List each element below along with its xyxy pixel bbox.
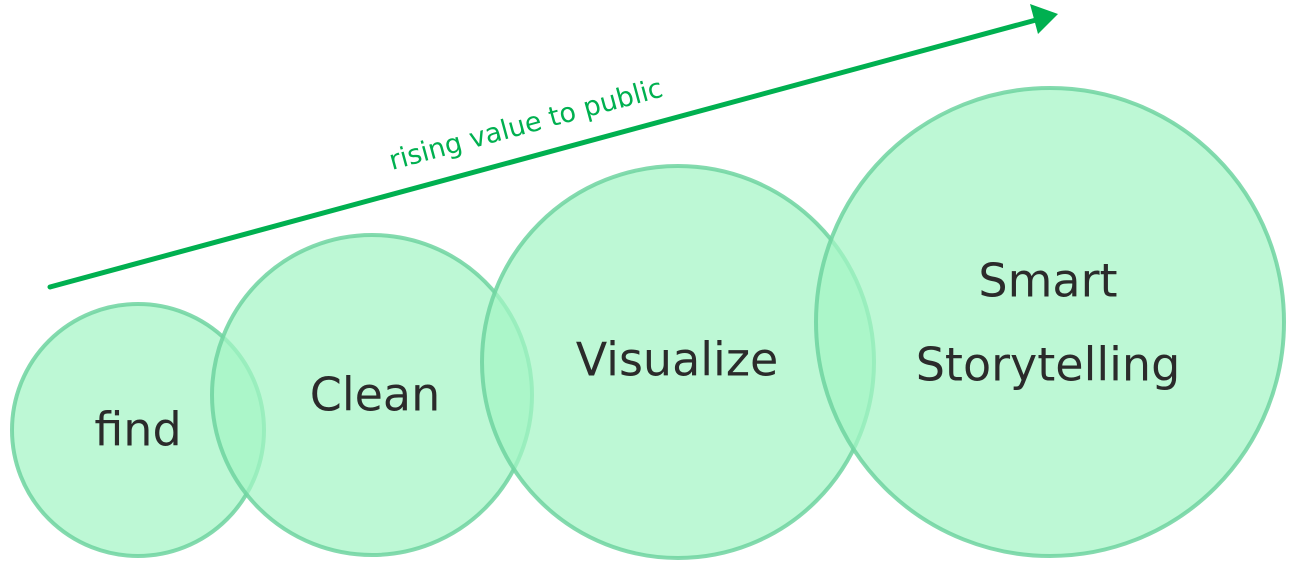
stage-label-clean: Clean xyxy=(310,368,441,422)
stage-label-visualize: Visualize xyxy=(576,333,779,387)
stage-label-find: find xyxy=(94,403,181,457)
stage-circle-smart-storytelling xyxy=(814,86,1286,558)
stage-circles xyxy=(10,86,1286,560)
stage-label-storytelling: Storytelling xyxy=(916,338,1181,392)
stage-label-smart: Smart xyxy=(978,254,1117,308)
arrow-head-icon xyxy=(1030,4,1058,34)
stage-labels: find Clean Visualize Smart Storytelling xyxy=(94,254,1180,457)
arrow-label: rising value to public xyxy=(386,73,667,177)
arrow-shaft xyxy=(47,17,1039,290)
